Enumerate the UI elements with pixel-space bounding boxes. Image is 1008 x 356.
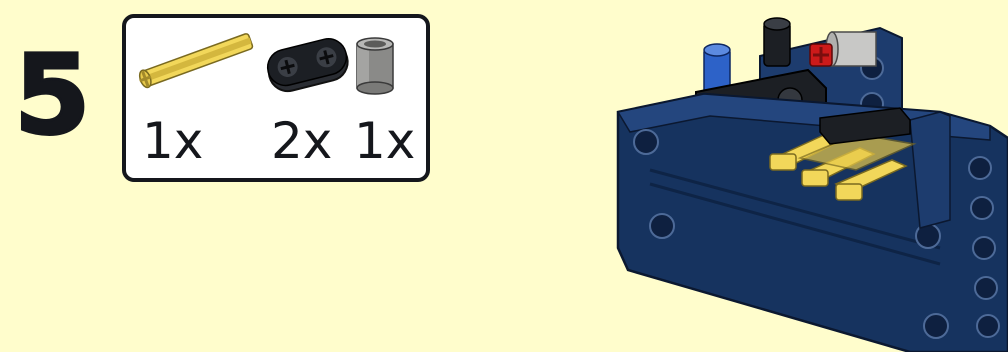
parts-list-callout: 1x 2x (122, 14, 430, 182)
black-double-pin-connector-icon (264, 36, 352, 96)
axle-quantity: 1x (142, 113, 203, 169)
connector-quantity: 2x (271, 113, 332, 169)
step-number: 5 (14, 40, 89, 150)
yellow-axle-icon (134, 28, 260, 92)
gray-bush-icon (352, 34, 398, 96)
assembled-model-illustration (610, 8, 1008, 356)
bush-quantity: 1x (354, 113, 415, 169)
